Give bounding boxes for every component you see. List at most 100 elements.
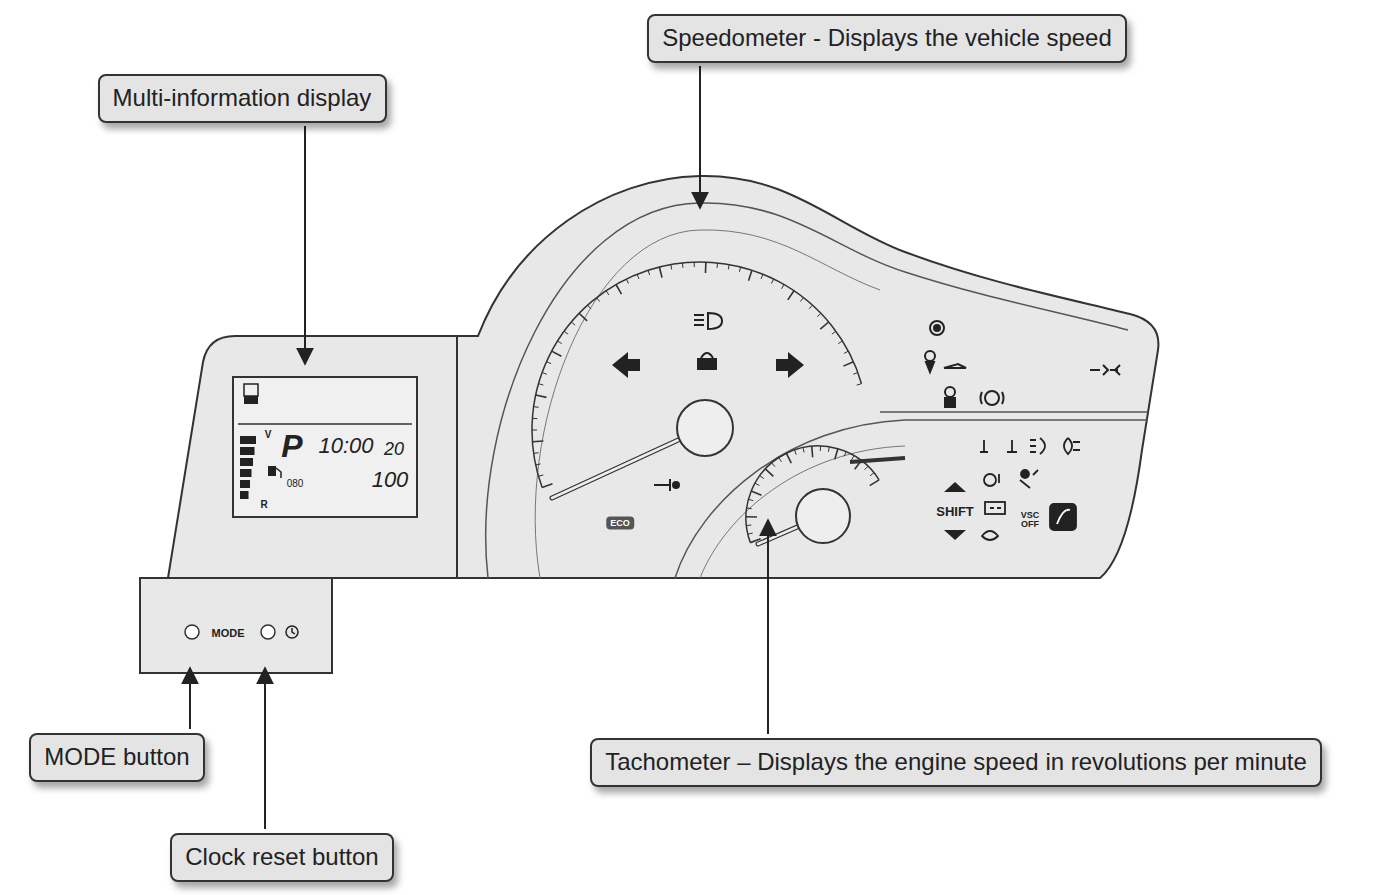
dial-tick <box>606 291 609 295</box>
dial-tick <box>832 331 836 334</box>
dial-tick <box>536 395 547 397</box>
dial-tick <box>820 322 828 329</box>
dial-tick <box>760 476 764 479</box>
dial-tick <box>648 270 650 275</box>
dial-tick <box>782 285 785 289</box>
dial-tick <box>746 516 757 518</box>
dial-tick <box>795 450 797 455</box>
dial-tick <box>788 291 794 300</box>
mode-button <box>185 625 199 639</box>
dial-tick <box>748 533 753 534</box>
leader-lines <box>190 66 768 829</box>
dial-tick <box>694 262 695 267</box>
dial-tick <box>755 483 759 485</box>
shift-down <box>944 530 966 540</box>
callout-text: Multi-information display <box>113 84 372 113</box>
button-panel <box>140 578 332 673</box>
dial-tick <box>772 463 775 467</box>
dial-tick <box>637 274 639 279</box>
dial-tick <box>659 267 662 278</box>
dial-tick <box>534 452 539 454</box>
display-housing <box>168 336 457 578</box>
dial-tick <box>616 285 622 295</box>
speedometer-needle <box>552 430 700 498</box>
warning-lights <box>980 438 1080 540</box>
dial-tick <box>835 449 838 460</box>
dial-tick <box>771 279 773 283</box>
dial-tick <box>532 440 543 442</box>
dial-tick <box>811 446 814 457</box>
dial-tick <box>838 341 842 344</box>
redline <box>850 458 905 462</box>
clock-button <box>261 625 275 639</box>
dial-tick <box>579 313 587 321</box>
dial-tick <box>532 430 537 431</box>
fuel-icon <box>268 466 281 478</box>
shift-indicator: SHIFT <box>936 505 974 518</box>
callout-box: Tachometer – Displays the engine speed i… <box>590 738 1322 787</box>
speedometer-scale <box>532 262 861 487</box>
fuel-bar <box>240 480 250 488</box>
dial-tick <box>747 507 752 509</box>
dial-tick <box>786 453 791 463</box>
odometer-readout: 100 <box>372 469 409 491</box>
dial-tick <box>626 279 628 283</box>
turn-right-indicator <box>776 352 804 378</box>
dial-tick <box>865 466 868 470</box>
dial-tick <box>746 525 751 527</box>
temperature-readout: 20 <box>384 440 404 458</box>
dial-tick <box>779 458 782 462</box>
dial-tick <box>682 263 684 268</box>
dial-tick <box>748 499 753 500</box>
dial-tick <box>670 265 672 270</box>
dial-tick <box>597 298 600 302</box>
eco-indicator: ECO <box>606 517 634 530</box>
dial-tick <box>751 491 761 495</box>
warning-lights <box>925 321 1120 407</box>
dial-tick <box>532 418 537 419</box>
bezel-line <box>486 203 1128 578</box>
clock-readout: 10:00 <box>318 435 373 457</box>
dial-tick <box>588 305 591 309</box>
dial-tick <box>539 475 544 476</box>
headlight-indicator <box>694 313 722 329</box>
fuel-bar <box>240 447 255 455</box>
dial-tick <box>547 362 552 364</box>
callout-text: Clock reset button <box>185 843 378 872</box>
fuel-bar <box>240 491 249 499</box>
security-indicator <box>697 353 717 370</box>
turn-left-indicator <box>612 352 640 378</box>
callout-box: MODE button <box>29 733 205 782</box>
needle-hub <box>677 400 733 456</box>
clock-icon <box>286 626 298 638</box>
fuel-readout: 080 <box>287 479 304 489</box>
dial-tick <box>844 351 848 353</box>
callout-text: MODE button <box>44 743 189 772</box>
cluster-housing <box>457 176 1158 578</box>
display-screen <box>233 377 417 517</box>
dial-tick <box>809 305 812 309</box>
callout-box: Multi-information display <box>98 74 387 123</box>
dial-tick <box>542 373 547 375</box>
dial-tick <box>820 446 821 451</box>
dial-tick <box>870 473 874 476</box>
dial-arc <box>532 262 861 487</box>
bezel-line <box>535 230 880 578</box>
shift-up <box>944 482 966 492</box>
tacho-bezel <box>675 420 1148 578</box>
dial-tick <box>739 267 740 272</box>
vsc-off-indicator: VSC OFF <box>1018 511 1042 530</box>
speedometer-needle <box>552 430 700 498</box>
button-label: MODE <box>212 628 245 639</box>
dial-tick <box>552 351 562 356</box>
callout-text: Speedometer - Displays the vehicle speed <box>662 24 1112 53</box>
fuel-bar <box>240 469 252 477</box>
dial-tick <box>870 480 879 486</box>
dial-tick <box>857 384 862 385</box>
gear-indicator: P <box>281 430 302 462</box>
dial-tick <box>853 373 858 375</box>
dial-tick <box>558 341 562 344</box>
fuel-bar <box>240 436 256 444</box>
dial-tick <box>749 270 752 280</box>
callout-box: Speedometer - Displays the vehicle speed <box>647 14 1127 63</box>
